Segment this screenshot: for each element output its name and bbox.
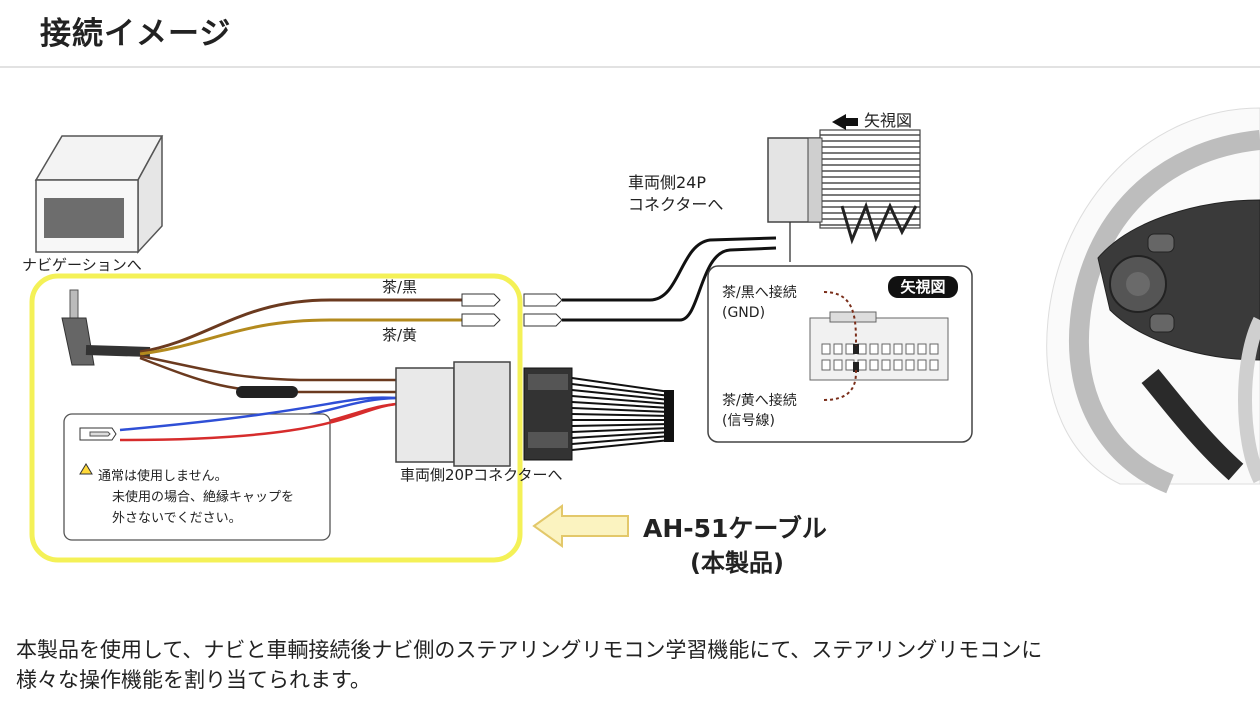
warning-line-1: 通常は使用しません。: [98, 469, 228, 484]
wire-label-brown-black: 茶/黒: [382, 278, 418, 296]
connector-24p-label-1: 車両側24P: [628, 173, 707, 192]
connector-24p-label-2: コネクターへ: [628, 195, 724, 214]
inset-gnd-label-2: (GND): [722, 305, 766, 321]
connector-24p: [767, 114, 921, 262]
warning-line-3: 外さないでください。: [112, 511, 242, 526]
product-name: AH-51ケーブル: [643, 514, 827, 543]
wire-label-brown-yellow: 茶/黄: [382, 326, 418, 344]
navi-unit: [34, 135, 164, 254]
page-title: 接続イメージ: [40, 16, 232, 52]
inset-signal-label-2: (信号線): [722, 413, 775, 429]
product-highlight: [29, 273, 523, 563]
arrow-view-inset: [707, 265, 973, 443]
title-divider: [0, 66, 1260, 68]
arrow-view-top-label: 矢視図: [864, 111, 913, 130]
mini-plug: [61, 289, 151, 366]
terminal-pair-left: [461, 293, 563, 327]
caption-line-1: 本製品を使用して、ナビと車輌接続後ナビ側のステアリングリモコン学習機能にて、ステ…: [16, 638, 1043, 662]
product-sub: (本製品): [690, 549, 784, 577]
warning-line-2: 未使用の場合、絶縁キャップを: [112, 490, 295, 505]
caption-line-2: 様々な操作機能を割り当てられます。: [16, 668, 371, 692]
inset-signal-label-1: 茶/黄へ接続: [722, 393, 797, 409]
inset-badge: 矢視図: [888, 276, 958, 298]
connector-20p-label: 車両側20Pコネクターへ: [400, 466, 563, 484]
connector-20p: [395, 361, 674, 467]
steering-wheel-illustration: [1046, 107, 1260, 494]
product-arrow: [532, 504, 629, 548]
inset-gnd-label-1: 茶/黒へ接続: [722, 285, 797, 301]
navi-label: ナビゲーションへ: [22, 256, 142, 274]
